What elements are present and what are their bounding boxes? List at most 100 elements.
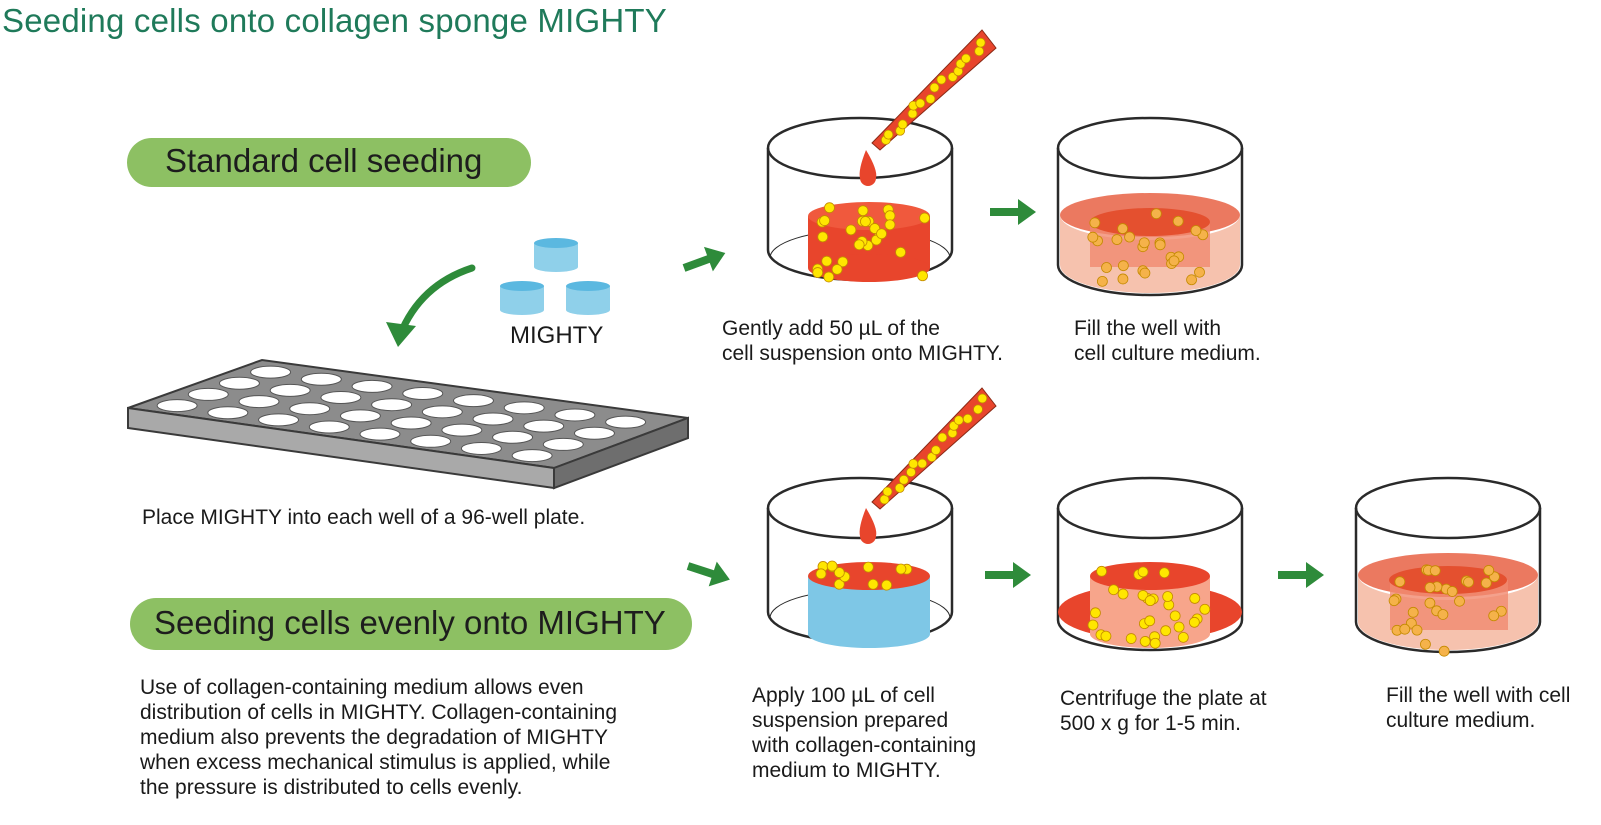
cell-dot <box>1169 610 1181 622</box>
cell-dot <box>1177 631 1189 643</box>
cell-dot <box>1139 636 1151 647</box>
plate-well <box>238 395 280 409</box>
plate-well <box>300 372 342 386</box>
arrow-right <box>682 246 726 272</box>
cell-dot <box>895 246 906 258</box>
cell-dot <box>917 270 928 282</box>
cell-dot <box>1087 619 1099 631</box>
cell-dot <box>897 119 908 130</box>
plate-well <box>390 416 432 430</box>
cell-dot <box>917 458 928 469</box>
plate-well <box>460 441 502 455</box>
cell-dot <box>1424 597 1436 609</box>
arrow-right <box>686 561 730 587</box>
mighty-label: MIGHTY <box>510 322 604 349</box>
cell-dot <box>1149 637 1161 649</box>
caption-fill-well-1: Fill the well with cell culture medium. <box>1074 317 1261 365</box>
cell-dot <box>845 224 857 236</box>
cell-dot <box>1100 630 1112 642</box>
cell-dot <box>1096 275 1108 287</box>
cell-dot <box>1488 610 1500 622</box>
cell-dot <box>831 264 843 275</box>
cell-dot <box>823 271 835 283</box>
cell-dot <box>817 231 829 243</box>
plate-well <box>410 434 452 448</box>
plate-well <box>351 379 393 393</box>
cell-dot <box>907 108 918 119</box>
curved-arrow-head <box>386 322 416 347</box>
plate-well <box>503 401 545 415</box>
plate-well <box>371 398 413 412</box>
cell-dot <box>1446 586 1458 597</box>
sponge-disc <box>500 281 544 315</box>
cell-dot <box>1437 609 1449 620</box>
plate-well <box>359 427 401 441</box>
section-badge-even: Seeding cells evenly onto MIGHTY <box>130 598 692 650</box>
cell-dot <box>1154 239 1166 251</box>
cell-dot <box>1173 621 1185 633</box>
tip-cells <box>879 393 988 505</box>
cell-dot <box>1139 267 1151 279</box>
cell-dot <box>1137 590 1149 601</box>
plate-well <box>492 430 534 444</box>
cell-dot <box>974 46 985 57</box>
plate-well <box>187 387 229 401</box>
cell-dot <box>1160 625 1172 637</box>
cell-dot <box>977 393 988 404</box>
cell-dot <box>833 578 845 590</box>
cell-dot <box>1394 576 1406 588</box>
cell-dot <box>937 432 948 443</box>
plate-wells <box>156 365 647 463</box>
well-standard-fill <box>1056 116 1244 297</box>
cell-dot <box>1087 231 1099 243</box>
cell-dot <box>812 267 824 278</box>
caption-collagen-note: Use of collagen-containing medium allows… <box>140 676 618 799</box>
cell-dot <box>867 578 879 590</box>
plate-well <box>402 387 444 401</box>
cell-dot <box>1407 606 1419 618</box>
cell-dot <box>898 474 909 485</box>
cell-dot <box>929 82 940 93</box>
cell-dot <box>962 413 973 424</box>
section-badge-label: Standard cell seeding <box>165 142 483 179</box>
cell-dot <box>876 228 887 240</box>
cell-dot <box>906 467 916 478</box>
cell-dot <box>1186 274 1197 286</box>
cell-dot <box>857 205 869 217</box>
cell-dot <box>1483 565 1495 576</box>
page-title: Seeding cells onto collagen sponge MIGHT… <box>2 2 667 39</box>
cell-dot <box>925 94 936 104</box>
cell-dot <box>1096 565 1108 577</box>
cells <box>1087 208 1209 287</box>
cell-dot <box>1117 588 1129 600</box>
cell-dot <box>882 486 893 497</box>
arrow-right <box>1278 562 1324 588</box>
cell-dot <box>1138 237 1150 249</box>
cell-dot <box>1194 266 1205 278</box>
droplet <box>859 150 877 186</box>
droplet <box>859 508 877 544</box>
tip-cells <box>880 37 986 145</box>
cell-dot <box>1162 591 1174 602</box>
plate-well <box>573 426 615 440</box>
plate-well <box>542 437 584 451</box>
arrow-right <box>990 199 1036 225</box>
cell-dot <box>1108 584 1120 596</box>
sponge-disc <box>534 238 578 272</box>
well-even-fill <box>1354 476 1542 657</box>
cell-dot <box>1168 255 1180 267</box>
cell-dot <box>961 53 971 64</box>
well-even-seed <box>766 387 997 648</box>
cell-dot <box>1158 567 1170 579</box>
cell-dot <box>930 445 941 456</box>
cell-dot <box>1424 582 1436 593</box>
cell-dot <box>1199 603 1211 615</box>
caption-place: Place MIGHTY into each well of a 96-well… <box>142 506 586 529</box>
cell-dot <box>1089 217 1101 229</box>
cell-dot <box>953 415 964 426</box>
cell-dot <box>826 560 838 572</box>
plate-well <box>472 412 514 426</box>
cell-dot <box>824 202 835 214</box>
cell-dot <box>884 210 896 222</box>
